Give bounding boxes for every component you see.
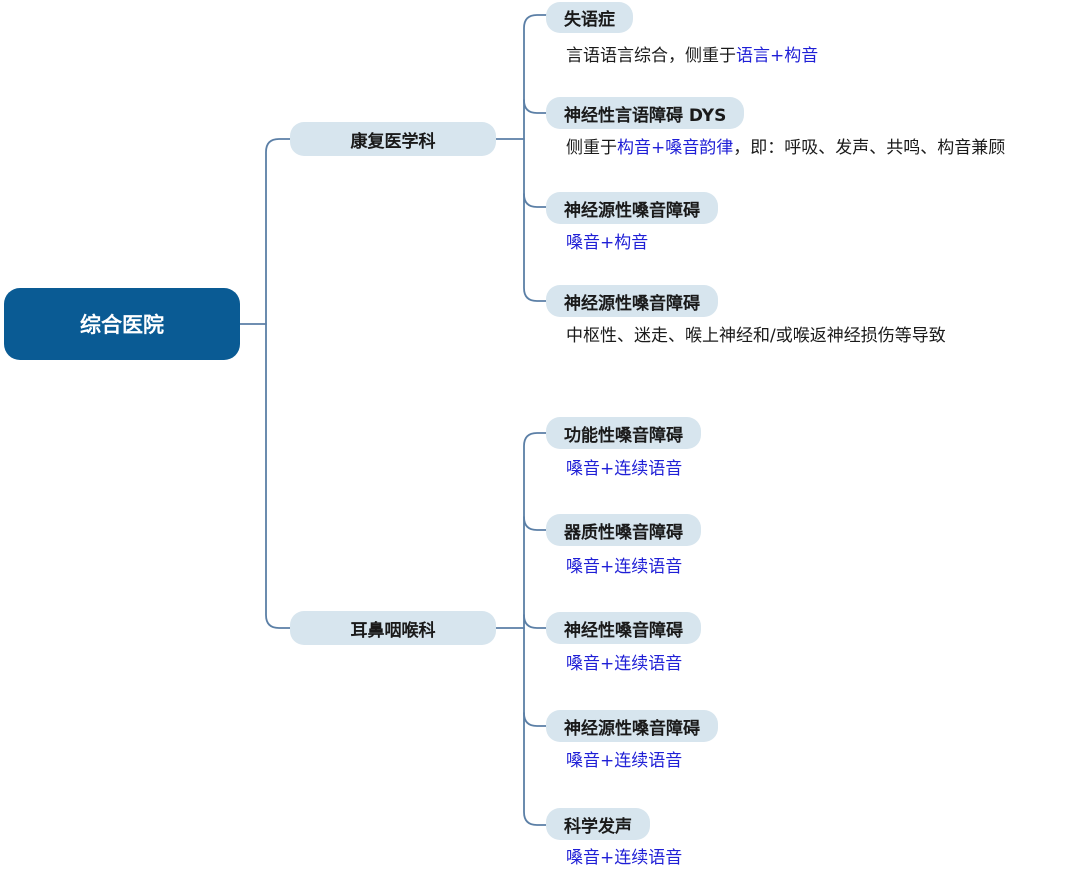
desc-highlight: 语言+构音 [736, 46, 819, 66]
topic-node[interactable]: 神经源性嗓音障碍 [546, 710, 718, 742]
topic-node[interactable]: 科学发声 [546, 808, 650, 840]
connector-dept1-child2 [523, 99, 547, 114]
desc-highlight: 嗓音+连续语音 [566, 459, 683, 479]
connector-dept1-child3 [523, 193, 547, 208]
desc-highlight: 嗓音+连续语音 [566, 557, 683, 577]
connector-root-trunk [265, 138, 291, 629]
desc-text: 中枢性、迷走、喉上神经和/或喉返神经损伤等导致 [566, 326, 946, 346]
topic-node[interactable]: 神经性嗓音障碍 [546, 612, 701, 644]
topic-node[interactable]: 失语症 [546, 2, 633, 33]
topic-desc: 嗓音+连续语音 [566, 458, 682, 480]
desc-text: ，即：呼吸、发声、共鸣、构音兼顾 [733, 138, 1006, 158]
topic-desc: 嗓音+构音 [566, 232, 648, 254]
connector-dept2-child4 [523, 712, 547, 727]
topic-desc: 言语语言综合，侧重于语言+构音 [566, 45, 818, 67]
dept-node-rehab[interactable]: 康复医学科 [290, 122, 496, 156]
topic-desc: 嗓音+连续语音 [566, 847, 682, 869]
topic-desc: 中枢性、迷走、喉上神经和/或喉返神经损伤等导致 [566, 325, 946, 347]
topic-desc: 嗓音+连续语音 [566, 653, 682, 675]
topic-node[interactable]: 神经源性嗓音障碍 [546, 285, 718, 317]
topic-desc: 嗓音+连续语音 [566, 556, 682, 578]
desc-text: 侧重于 [566, 138, 617, 158]
dept-node-ent[interactable]: 耳鼻咽喉科 [290, 611, 496, 645]
topic-node[interactable]: 神经性言语障碍 DYS [546, 97, 745, 129]
desc-text: 言语语言综合，侧重于 [566, 46, 736, 66]
root-node[interactable]: 综合医院 [4, 288, 240, 360]
connector-dept2-child2 [523, 516, 547, 531]
topic-node[interactable]: 器质性嗓音障碍 [546, 514, 701, 546]
desc-highlight: 嗓音+连续语音 [566, 751, 683, 771]
desc-highlight: 嗓音+连续语音 [566, 654, 683, 674]
topic-desc: 侧重于构音+嗓音韵律，即：呼吸、发声、共鸣、构音兼顾 [566, 137, 1005, 159]
desc-highlight: 构音+嗓音韵律 [617, 138, 734, 158]
desc-highlight: 嗓音+构音 [566, 233, 649, 253]
connector-dept1-trunk [523, 14, 547, 302]
connector-dept2-trunk [523, 432, 547, 826]
connector-dept2-child3 [523, 614, 547, 629]
topic-node[interactable]: 功能性嗓音障碍 [546, 417, 701, 449]
topic-desc: 嗓音+连续语音 [566, 750, 682, 772]
desc-highlight: 嗓音+连续语音 [566, 848, 683, 868]
topic-node[interactable]: 神经源性嗓音障碍 [546, 192, 718, 224]
